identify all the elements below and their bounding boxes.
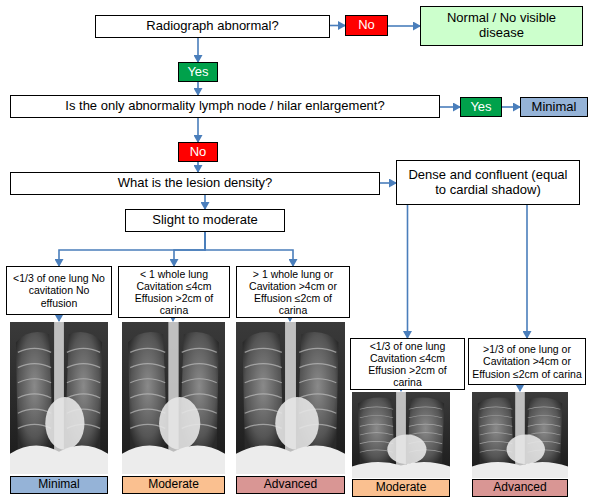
- flow-arrow: [388, 25, 420, 27]
- flow-arrow: [204, 195, 206, 209]
- box-text: Dense and confluent (equal to cardial sh…: [403, 168, 573, 198]
- flow-arrow: [526, 205, 528, 338]
- question-box: Dense and confluent (equal to cardial sh…: [396, 160, 580, 205]
- no-tag: No: [178, 142, 218, 162]
- box-text: Is the only abnormality lymph node / hil…: [65, 99, 384, 114]
- box-text: Moderate: [148, 478, 199, 492]
- question-box: Radiograph abnormal?: [95, 15, 330, 38]
- chest-xray: [352, 392, 450, 478]
- box-text: No: [358, 18, 375, 33]
- grade-label: Moderate: [352, 479, 450, 497]
- flow-arrow: [380, 182, 396, 184]
- box-text: Yes: [470, 100, 491, 115]
- box-text: Moderate: [376, 481, 427, 495]
- pointer-arrow: [58, 316, 60, 321]
- grade-label: Moderate: [122, 476, 225, 494]
- yes-tag: Yes: [460, 97, 502, 117]
- box-text: > 1 whole lung or Cavitation >4cm or Eff…: [240, 268, 346, 316]
- flow-arrow: [197, 162, 199, 172]
- box-text: Minimal: [532, 100, 577, 115]
- criteria-box: <1/3 of one lung Cavitation ≤4cm Effusio…: [350, 338, 465, 390]
- criteria-box: <1/3 of one lung No cavitation No effusi…: [6, 266, 112, 315]
- flow-arrow: [59, 232, 205, 266]
- chest-xray: [472, 392, 568, 478]
- flow-arrow: [330, 25, 345, 27]
- criteria-box: >1/3 of one lung or Cavitation >4cm or E…: [468, 338, 586, 385]
- chest-xray: [236, 322, 345, 474]
- question-box: Is the only abnormality lymph node / hil…: [10, 95, 440, 118]
- box-text: Normal / No visible disease: [441, 11, 562, 41]
- box-text: <1/3 of one lung No cavitation No effusi…: [10, 272, 108, 308]
- grade-label: Advanced: [236, 476, 345, 494]
- flow-arrow: [197, 82, 199, 95]
- flow-arrow: [197, 118, 199, 142]
- box-text: Advanced: [264, 478, 317, 492]
- box-text: Yes: [187, 65, 208, 80]
- box-text: What is the lesion density?: [118, 176, 273, 191]
- box-text: Radiograph abnormal?: [146, 19, 278, 34]
- box-text: Slight to moderate: [152, 213, 258, 228]
- outcome-box: Normal / No visible disease: [420, 6, 583, 46]
- box-text: Minimal: [38, 478, 79, 492]
- flow-arrow: [502, 106, 520, 108]
- no-tag: No: [345, 15, 388, 36]
- grade-label: Advanced: [472, 479, 568, 497]
- question-box: Slight to moderate: [125, 209, 285, 232]
- criteria-box: < 1 whole lung Cavitation ≤4cm Effusion …: [118, 266, 230, 318]
- box-text: Advanced: [493, 481, 546, 495]
- yes-tag: Yes: [178, 62, 218, 82]
- box-text: <1/3 of one lung Cavitation ≤4cm Effusio…: [354, 340, 461, 388]
- flow-arrow: [197, 38, 199, 62]
- pointer-arrow: [519, 386, 521, 391]
- criteria-box: > 1 whole lung or Cavitation >4cm or Eff…: [236, 266, 350, 318]
- flow-arrow: [407, 205, 409, 338]
- chest-xray: [122, 322, 225, 474]
- chest-xray: [10, 322, 108, 474]
- box-text: No: [190, 145, 207, 160]
- grade-label: Minimal: [10, 476, 108, 494]
- grade-label: Minimal: [520, 97, 588, 117]
- flow-arrow: [174, 232, 205, 266]
- flow-arrow: [205, 232, 293, 266]
- box-text: < 1 whole lung Cavitation ≤4cm Effusion …: [122, 268, 226, 316]
- flow-arrow: [440, 106, 460, 108]
- box-text: >1/3 of one lung or Cavitation >4cm or E…: [472, 343, 582, 379]
- question-box: What is the lesion density?: [10, 172, 380, 195]
